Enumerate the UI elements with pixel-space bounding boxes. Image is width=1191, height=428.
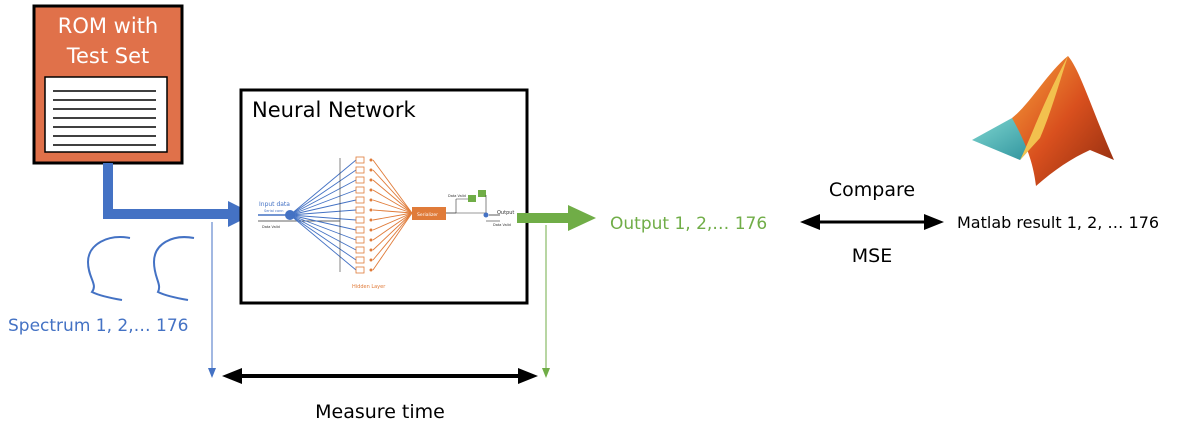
document-icon — [44, 76, 168, 153]
output-mux — [483, 212, 489, 218]
input-arrow — [103, 163, 254, 227]
serializer-block — [412, 207, 446, 220]
neural-network-title: Neural Network — [252, 98, 416, 122]
compare-arrow — [800, 214, 944, 230]
serializer-label: Serializer — [417, 212, 438, 218]
input-data-label: Input data — [259, 201, 290, 208]
rom-block: ROM with Test Set — [32, 4, 184, 165]
compare-label: Compare — [829, 179, 915, 201]
neural-network-block: Neural Network Input data Serial conn Da… — [239, 88, 529, 305]
hidden-layer-label: Hidden Layer — [352, 284, 386, 290]
rom-title-2: Test Set — [66, 44, 150, 68]
output-label-text: Output 1, 2,… 176 — [610, 214, 767, 234]
hidden-layer-neurons — [339, 156, 373, 274]
measure-time-label: Measure time — [315, 401, 445, 423]
rom-title-1: ROM with — [58, 14, 158, 38]
start-marker — [208, 222, 216, 378]
output-gate-1 — [468, 195, 476, 202]
mse-label: MSE — [852, 245, 892, 267]
matlab-logo-icon — [972, 56, 1114, 186]
network-schematic: Input data Serial conn Data Valid — [258, 156, 514, 290]
serial-conn-label: Serial conn — [264, 209, 284, 213]
matlab-result-label: Matlab result 1, 2, … 176 — [957, 213, 1159, 232]
data-valid-out2-label: Data Valid — [493, 223, 511, 227]
data-valid-out-label: Data Valid — [448, 194, 466, 198]
end-marker — [542, 225, 550, 378]
output-arrow — [517, 205, 596, 231]
spectrum-curves-icon — [86, 236, 195, 301]
output-gate-2 — [478, 190, 486, 197]
output-label: Output — [497, 210, 514, 216]
data-valid-in-label: Data Valid — [262, 225, 280, 229]
measure-time-arrow — [222, 368, 538, 384]
spectrum-label: Spectrum 1, 2,… 176 — [8, 316, 188, 336]
